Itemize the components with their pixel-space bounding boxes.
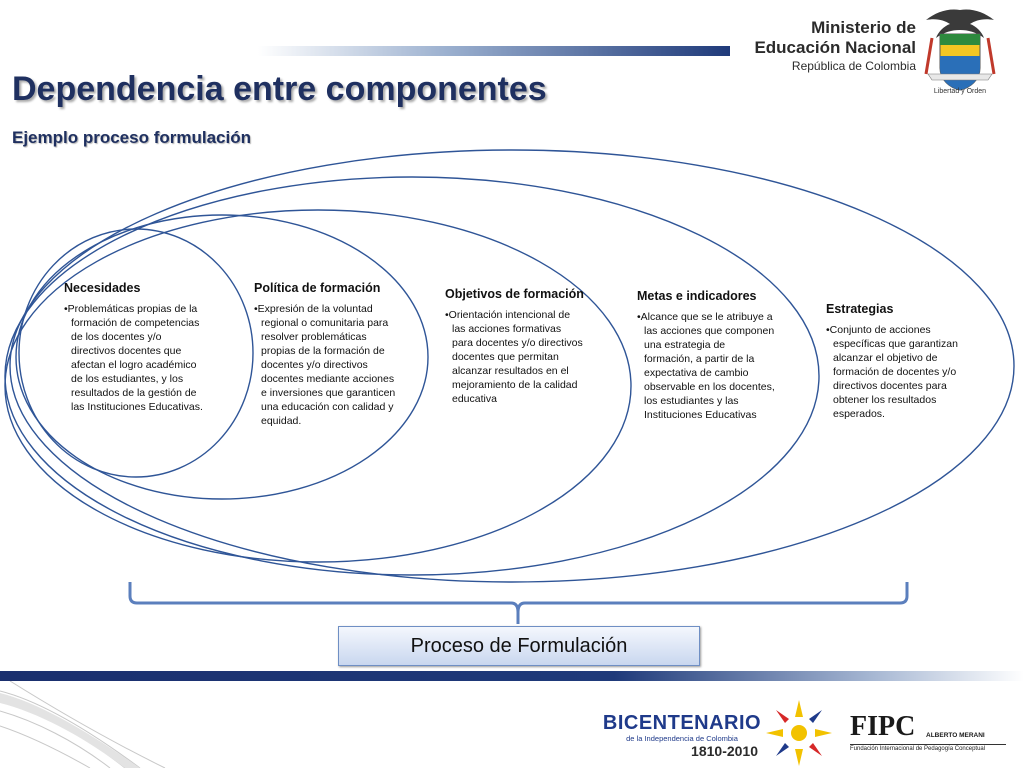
- ministry-line-2: Educación Nacional: [754, 38, 916, 57]
- component-politica: Política de formación •Expresión de la v…: [254, 281, 396, 428]
- colombia-coat-of-arms-icon: [924, 9, 996, 91]
- crest-motto: Libertad y Orden: [933, 88, 987, 95]
- component-text: •Conjunto de acciones específicas que ga…: [826, 324, 958, 420]
- fipc-logo: FIPC ALBERTO MERANI Fundación Internacio…: [850, 712, 1006, 753]
- bicentenario-years: 1810-2010: [691, 743, 758, 759]
- ellipse-politica: [15, 214, 429, 500]
- component-objetivos: Objetivos de formación •Orientación inte…: [445, 287, 585, 406]
- process-formulacion-box: Proceso de Formulación: [338, 626, 700, 666]
- page-title: Dependencia entre componentes: [12, 70, 547, 108]
- bicentenario-logo: BICENTENARIO de la Independencia de Colo…: [602, 712, 762, 759]
- component-text: •Problemáticas propias de la formación d…: [64, 303, 203, 413]
- component-necesidades: Necesidades •Problemáticas propias de la…: [64, 281, 206, 414]
- component-text: •Alcance que se le atribuye a las accion…: [637, 311, 775, 421]
- decorative-swirl-icon: [0, 681, 166, 768]
- bicentenario-sun-icon: [766, 700, 832, 766]
- fipc-name: ALBERTO MERANI: [926, 732, 985, 739]
- component-estrategias: Estrategias •Conjunto de acciones especí…: [826, 302, 968, 421]
- ellipse-estrategias: [9, 149, 1015, 583]
- component-text: •Expresión de la voluntad regional o com…: [254, 303, 396, 427]
- component-heading: Estrategias: [826, 302, 894, 316]
- component-heading: Objetivos de formación: [445, 287, 584, 301]
- bicentenario-subtitle: de la Independencia de Colombia: [626, 734, 738, 743]
- ministry-logo-text: Ministerio de Educación Nacional Repúbli…: [754, 18, 916, 74]
- ellipse-necesidades: [18, 228, 254, 478]
- footer-gradient-bar: [0, 671, 1024, 681]
- component-metas: Metas e indicadores •Alcance que se le a…: [637, 289, 777, 422]
- fipc-logo-text: FIPC: [850, 711, 916, 742]
- ministry-line-1: Ministerio de: [811, 18, 916, 37]
- component-text: •Orientación intencional de las acciones…: [445, 309, 583, 405]
- bicentenario-title: BICENTENARIO: [602, 712, 762, 734]
- component-heading: Política de formación: [254, 281, 381, 295]
- header-gradient-bar: [258, 46, 730, 56]
- fipc-full-name: Fundación Internacional de Pedagogía Con…: [850, 744, 1006, 753]
- ellipse-objetivos: [4, 209, 632, 563]
- ministry-line-3: República de Colombia: [791, 59, 916, 73]
- component-heading: Metas e indicadores: [637, 289, 757, 303]
- component-heading: Necesidades: [64, 281, 141, 295]
- page-subtitle: Ejemplo proceso formulación: [12, 128, 251, 147]
